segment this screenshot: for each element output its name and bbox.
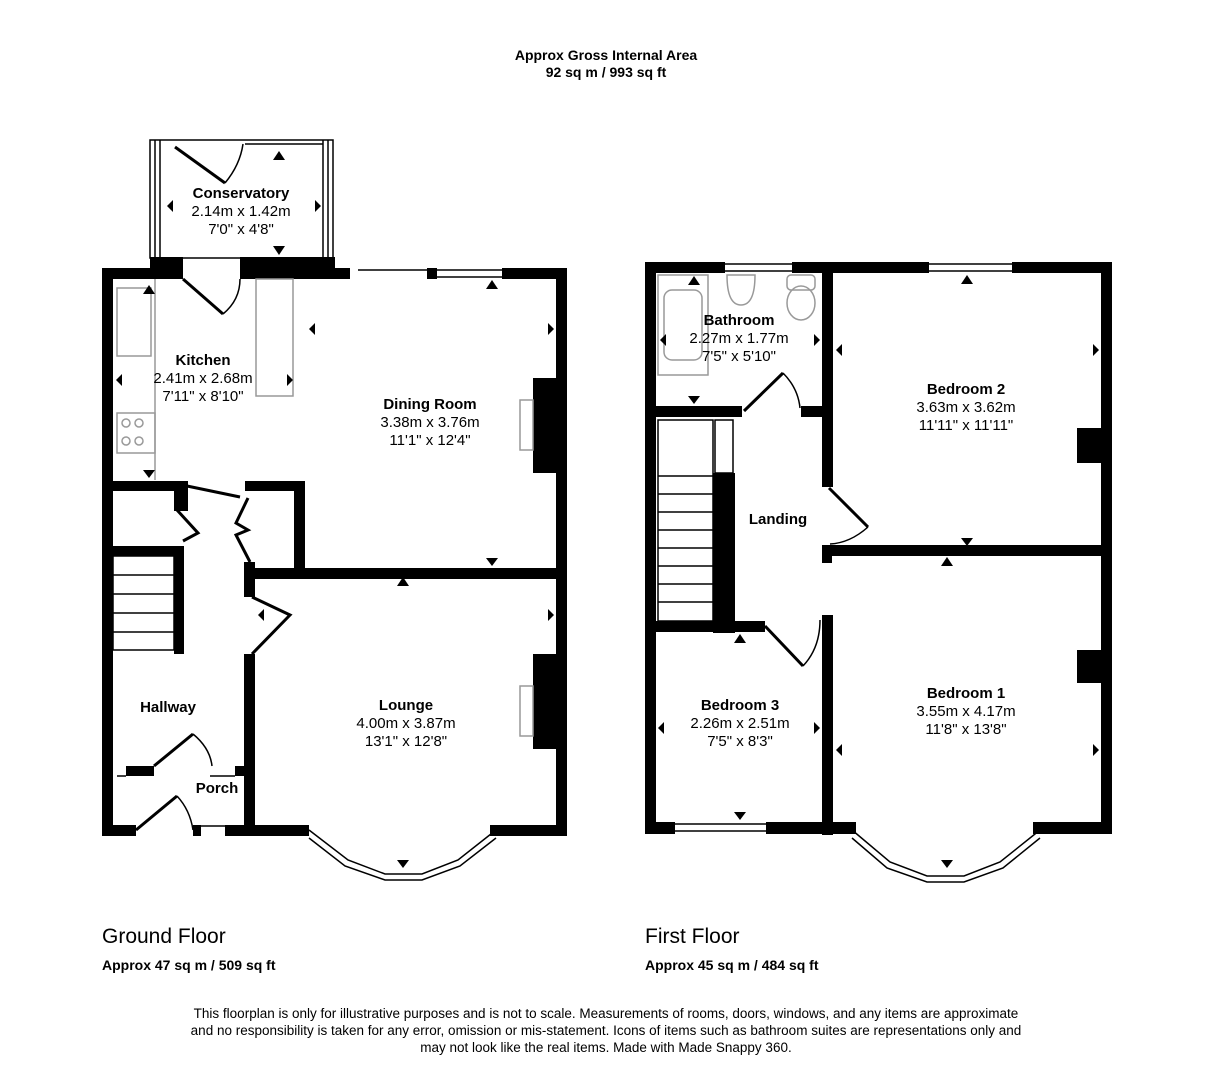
ground-floor-title: Ground Floor: [102, 925, 226, 948]
room-imperial: 13'1" x 12'8": [364, 733, 448, 750]
room-metric: 2.26m x 2.51m: [690, 715, 790, 732]
room-name: Lounge: [378, 697, 434, 714]
room-imperial: 7'5" x 5'10": [702, 348, 776, 365]
room-name: Conservatory: [192, 185, 290, 202]
disclaimer-line-2: and no responsibility is taken for any e…: [190, 1023, 1022, 1038]
room-metric: 4.00m x 3.87m: [356, 715, 456, 732]
first-floor-area: Approx 45 sq m / 484 sq ft: [645, 957, 819, 973]
room-name: Kitchen: [175, 352, 231, 369]
room-kitchen: Kitchen 2.41m x 2.68m 7'11" x 8'10": [153, 352, 252, 406]
room-name: Hallway: [140, 699, 196, 716]
room-imperial: 7'5" x 8'3": [707, 733, 773, 750]
room-metric: 2.27m x 1.77m: [689, 330, 789, 347]
room-metric: 2.14m x 1.42m: [191, 203, 291, 220]
room-name: Bedroom 1: [926, 685, 1006, 702]
room-conservatory: Conservatory 2.14m x 1.42m 7'0" x 4'8": [191, 185, 290, 239]
room-metric: 3.63m x 3.62m: [916, 399, 1016, 416]
room-metric: 2.41m x 2.68m: [153, 370, 253, 387]
room-imperial: 7'11" x 8'10": [162, 388, 244, 405]
room-bedroom-1: Bedroom 1 3.55m x 4.17m 11'8" x 13'8": [916, 685, 1015, 739]
room-name: Bathroom: [703, 312, 775, 329]
first-floor-plan: [645, 262, 1112, 835]
room-metric: 3.38m x 3.76m: [380, 414, 480, 431]
room-bedroom-2: Bedroom 2 3.63m x 3.62m 11'11" x 11'11": [916, 381, 1015, 435]
room-imperial: 7'0" x 4'8": [208, 221, 274, 238]
gross-area-value: 92 sq m / 993 sq ft: [545, 64, 667, 80]
gross-area-title: Approx Gross Internal Area: [514, 47, 698, 63]
room-landing: Landing: [749, 511, 807, 529]
room-hallway: Hallway: [140, 699, 196, 717]
room-name: Porch: [195, 780, 239, 797]
room-bathroom: Bathroom 2.27m x 1.77m 7'5" x 5'10": [689, 312, 788, 366]
room-lounge: Lounge 4.00m x 3.87m 13'1" x 12'8": [356, 697, 455, 751]
disclaimer-line-3: may not look like the real items. Made w…: [420, 1040, 792, 1055]
room-dining-room: Dining Room 3.38m x 3.76m 11'1" x 12'4": [380, 396, 479, 450]
room-imperial: 11'11" x 11'11": [918, 417, 1014, 434]
room-name: Dining Room: [383, 396, 477, 413]
room-porch: Porch: [196, 780, 239, 798]
room-name: Bedroom 2: [926, 381, 1006, 398]
ground-floor-area: Approx 47 sq m / 509 sq ft: [102, 957, 276, 973]
disclaimer-line-1: This floorplan is only for illustrative …: [193, 1006, 1019, 1021]
room-imperial: 11'8" x 13'8": [925, 721, 1007, 738]
ground-floor-plan: [102, 257, 567, 836]
dimension-arrows: [116, 151, 1099, 868]
room-bedroom-3: Bedroom 3 2.26m x 2.51m 7'5" x 8'3": [690, 697, 789, 751]
room-name: Landing: [748, 511, 808, 528]
room-imperial: 11'1" x 12'4": [389, 432, 471, 449]
disclaimer: This floorplan is only for illustrative …: [150, 1005, 1062, 1056]
first-floor-title: First Floor: [645, 925, 740, 948]
room-metric: 3.55m x 4.17m: [916, 703, 1016, 720]
room-name: Bedroom 3: [700, 697, 780, 714]
